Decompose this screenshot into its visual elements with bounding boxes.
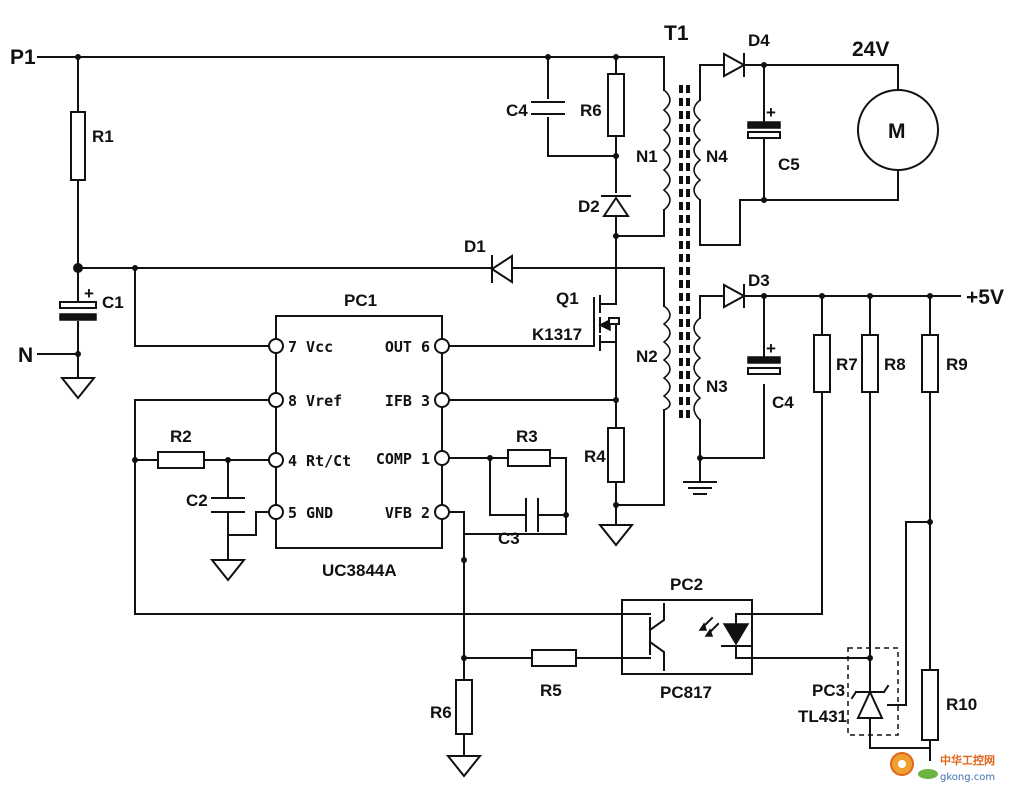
label-r9: R9 xyxy=(946,355,968,374)
resistor-r10 xyxy=(921,669,939,741)
pin-label-3: IFB 3 xyxy=(385,392,430,410)
label-r6-top: R6 xyxy=(580,101,602,120)
pin-label-5: 5 GND xyxy=(288,504,333,522)
watermark-url: gkong.com xyxy=(940,772,995,783)
ic-pin-labels: 7 Vcc 8 Vref 4 Rt/Ct 5 GND OUT 6 IFB 3 C… xyxy=(288,338,430,522)
label-pc2: PC2 xyxy=(670,575,703,594)
label-plus-c4: + xyxy=(766,339,776,358)
label-plus-c5: + xyxy=(766,103,776,122)
resistor-r8 xyxy=(861,334,879,393)
ground-symbol xyxy=(59,377,97,400)
motor xyxy=(857,89,939,171)
label-k1317: K1317 xyxy=(532,325,582,344)
watermark-cn: 中华工控网 xyxy=(940,753,995,767)
label-r1: R1 xyxy=(92,127,114,146)
wires xyxy=(37,56,961,761)
diode-d2 xyxy=(601,195,631,217)
pin-label-1: COMP 1 xyxy=(376,450,430,468)
capacitor-c1 xyxy=(59,301,97,321)
resistor-r6-snubber xyxy=(607,73,625,137)
controller-ic-uc3844a xyxy=(275,315,443,549)
pin-label-4: 4 Rt/Ct xyxy=(288,452,351,470)
label-plus-c1: + xyxy=(84,284,94,303)
label-c3: C3 xyxy=(498,529,520,548)
pin-label-2: VFB 2 xyxy=(385,504,430,522)
resistor-r9 xyxy=(921,334,939,393)
resistor-r4 xyxy=(607,427,625,483)
ic-pins xyxy=(268,338,450,520)
label-r3: R3 xyxy=(516,427,538,446)
capacitor-c5 xyxy=(747,121,781,139)
label-r7: R7 xyxy=(836,355,858,374)
resistor-r3 xyxy=(507,449,551,467)
resistor-r6-bottom xyxy=(455,679,473,735)
label-d4: D4 xyxy=(748,31,770,50)
label-n2: N2 xyxy=(636,347,658,366)
label-pc3: PC3 xyxy=(812,681,845,700)
label-r2: R2 xyxy=(170,427,192,446)
resistor-r2 xyxy=(157,451,205,469)
diode-d3 xyxy=(723,283,747,309)
label-p1: P1 xyxy=(10,46,36,69)
label-c4-top: C4 xyxy=(506,101,528,120)
label-d3: D3 xyxy=(748,271,770,290)
label-d1: D1 xyxy=(464,237,486,256)
capacitor-c2 xyxy=(211,497,245,513)
diode-d1 xyxy=(490,254,513,284)
label-c4-bottom: C4 xyxy=(772,393,794,412)
label-c1: C1 xyxy=(102,293,124,312)
labels: P1 N R1 + C1 D1 C4 R6 D2 T1 N1 N4 N2 N3 … xyxy=(10,22,1004,726)
transformer-t1 xyxy=(662,85,702,421)
ground-symbol xyxy=(597,524,635,547)
capacitor-c4-output xyxy=(747,356,781,375)
label-r6-bottom: R6 xyxy=(430,703,452,722)
label-pc817: PC817 xyxy=(660,683,712,702)
watermark-logo: 中华工控网 gkong.com xyxy=(890,752,995,783)
label-c5: C5 xyxy=(778,155,800,174)
label-n3: N3 xyxy=(706,377,728,396)
label-tl431: TL431 xyxy=(798,707,847,726)
optocoupler-pc817 xyxy=(621,599,753,675)
label-t1: T1 xyxy=(664,22,689,45)
pin-label-6: OUT 6 xyxy=(385,338,430,356)
label-n: N xyxy=(18,344,33,367)
tl431-regulator xyxy=(847,647,899,736)
label-c2: C2 xyxy=(186,491,208,510)
label-q1: Q1 xyxy=(556,289,579,308)
label-5v: +5V xyxy=(966,286,1004,309)
resistor-r7 xyxy=(813,334,831,393)
label-uc3844a: UC3844A xyxy=(322,561,397,580)
label-r4: R4 xyxy=(584,447,606,466)
label-r8: R8 xyxy=(884,355,906,374)
label-d2: D2 xyxy=(578,197,600,216)
capacitor-c4-snubber xyxy=(531,101,565,115)
ground-symbol xyxy=(445,733,483,778)
resistor-r1 xyxy=(70,111,86,181)
diode-d4 xyxy=(723,52,747,78)
label-r10: R10 xyxy=(946,695,977,714)
label-n4: N4 xyxy=(706,147,728,166)
ground-symbol xyxy=(683,469,717,495)
label-r5: R5 xyxy=(540,681,562,700)
label-24v: 24V xyxy=(852,38,889,61)
capacitor-c3 xyxy=(525,498,539,532)
resistor-r5 xyxy=(531,649,577,667)
pin-label-8: 8 Vref xyxy=(288,392,342,410)
pin-label-7: 7 Vcc xyxy=(288,338,333,356)
junction-dots xyxy=(73,54,933,661)
label-motor: M xyxy=(888,120,906,143)
ground-symbol xyxy=(209,559,247,582)
label-n1: N1 xyxy=(636,147,658,166)
mosfet-q1 xyxy=(593,289,620,351)
label-pc1: PC1 xyxy=(344,291,377,310)
